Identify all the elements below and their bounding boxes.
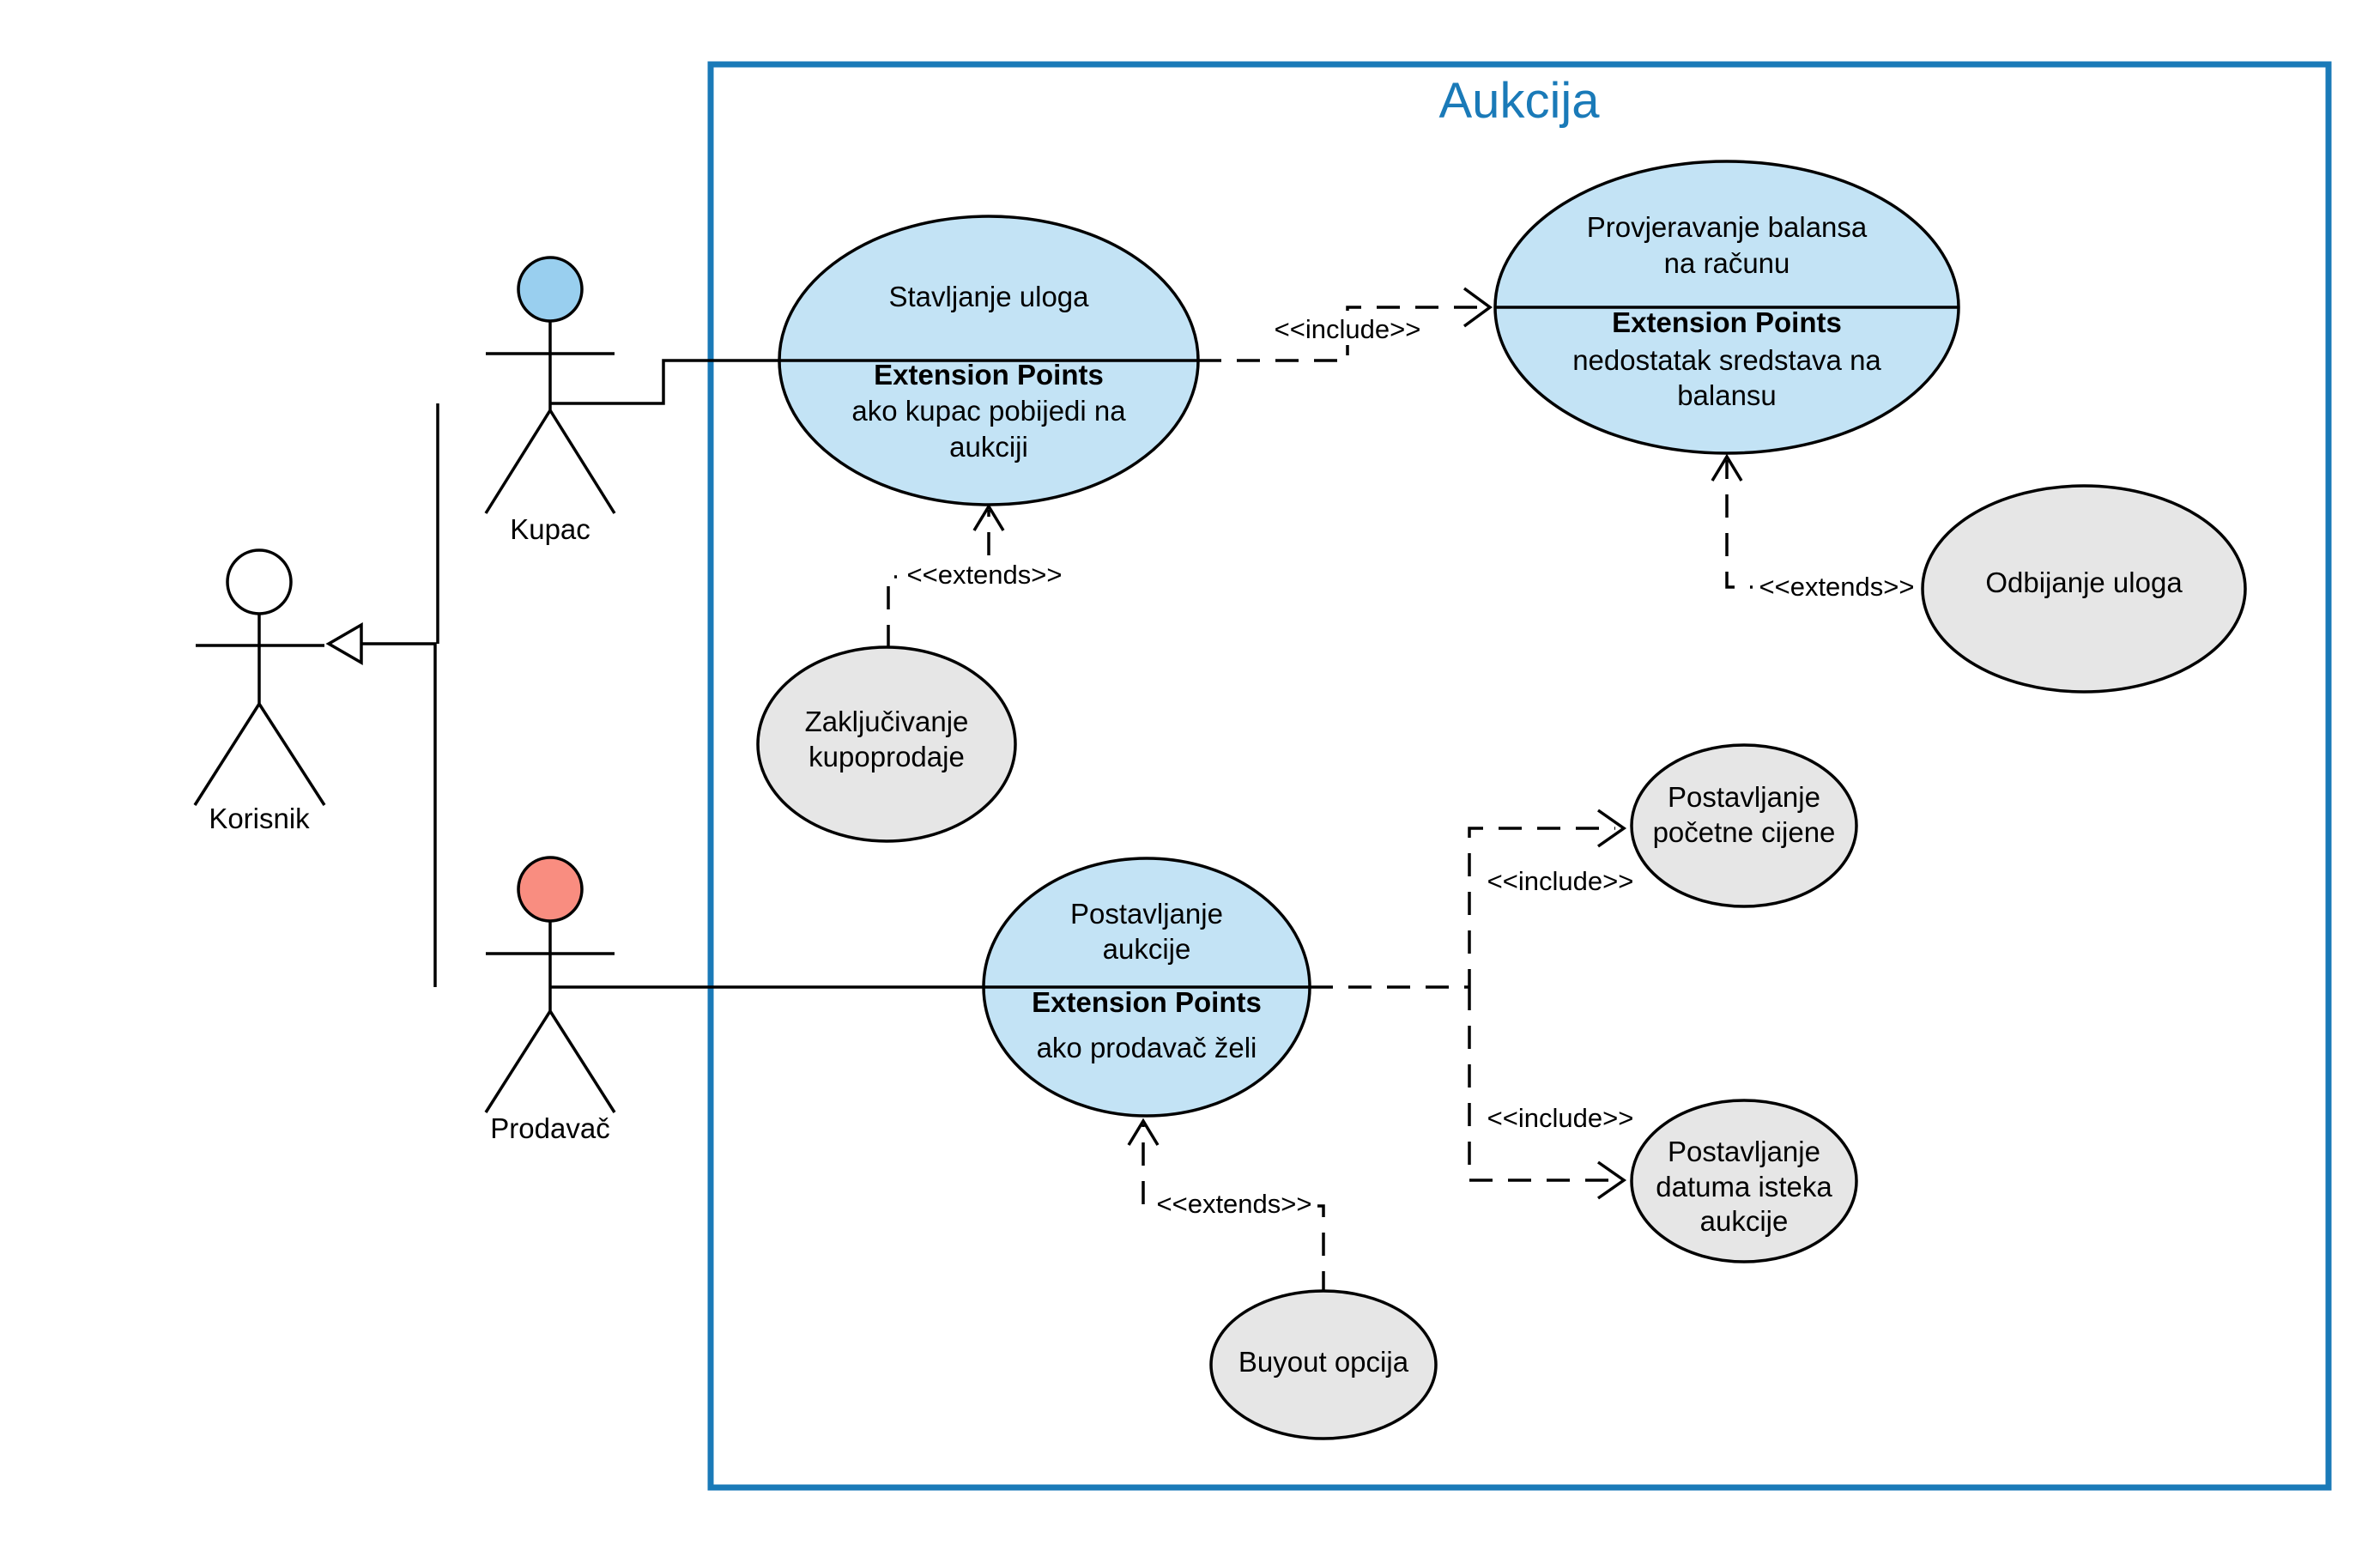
- extends-odbijanje-arrowhead: [1711, 453, 1743, 482]
- provjeravanje-balansa-ext-header: Extension Points: [1612, 306, 1842, 338]
- extends-zakljucivanje-label-bg: [897, 556, 1069, 591]
- datum-isteka-line1: Postavljanje: [1668, 1136, 1820, 1167]
- provjeravanje-balansa-title-line2: na računu: [1664, 247, 1790, 279]
- postavljanje-aukcije-ext-line1: ako prodavač želi: [1037, 1032, 1257, 1063]
- buyout-line1: Buyout opcija: [1238, 1346, 1409, 1378]
- use-case-postavljanje-pocetne-cijene[interactable]: Postavljanje početne cijene: [1630, 743, 1858, 908]
- stavljanje-uloga-ext-header: Extension Points: [874, 359, 1104, 391]
- use-case-postavljanje-datuma-isteka[interactable]: Postavljanje datuma isteka aukcije: [1630, 1099, 1858, 1263]
- postavljanje-aukcije-title-line2: aukcije: [1103, 933, 1191, 965]
- odbijanje-line1: Odbijanje uloga: [1985, 566, 2183, 598]
- buyout-ellipse: [1209, 1289, 1438, 1440]
- stavljanje-uloga-ext-line2: aukciji: [949, 431, 1028, 463]
- pocetna-cijena-line1: Postavljanje: [1668, 781, 1820, 813]
- include-balans-arrowhead: [1463, 287, 1493, 328]
- odbijanje-ellipse: [1921, 484, 2247, 694]
- postavljanje-aukcije-ext-header: Extension Points: [1032, 986, 1262, 1018]
- korisnik-label: Korisnik: [209, 803, 310, 834]
- kupac-association-line: [550, 359, 781, 405]
- provjeravanje-balansa-ext-line1: nedostatak sredstava na: [1572, 344, 1881, 376]
- include-datum-label: <<include>>: [1487, 1103, 1634, 1133]
- extends-buyout-label: <<extends>>: [1157, 1189, 1312, 1219]
- use-case-zakljucivanje-kupoprodaje[interactable]: Zaključivanje kupoprodaje: [756, 645, 1017, 843]
- datum-isteka-ellipse: [1630, 1099, 1858, 1263]
- pocetna-cijena-ellipse: [1630, 743, 1858, 908]
- include-balans-label: <<include>>: [1275, 314, 1421, 344]
- extends-buyout-label-bg: [1146, 1186, 1317, 1221]
- stavljanje-uloga-title: Stavljanje uloga: [889, 281, 1090, 312]
- extends-buyout-arrowhead: [1127, 1118, 1160, 1146]
- generalization-arrowhead: [325, 621, 363, 666]
- prodavac-label: Prodavač: [490, 1112, 609, 1144]
- zakljucivanje-line2: kupoprodaje: [808, 741, 965, 772]
- postavljanje-aukcije-title-line1: Postavljanje: [1070, 898, 1223, 930]
- include-balans-label-bg: [1262, 311, 1433, 345]
- korisnik-body: [193, 614, 326, 806]
- include-pocetna-label: <<include>>: [1487, 866, 1634, 896]
- kupac-label: Kupac: [510, 513, 590, 545]
- kupac-body: [484, 321, 616, 514]
- actor-prodavac[interactable]: Prodavač: [484, 856, 616, 1144]
- use-case-provjeravanje-balansa[interactable]: Provjeravanje balansa na računu Extensio…: [1493, 160, 1960, 455]
- include-pocetna-arrowhead: [1596, 809, 1627, 848]
- datum-isteka-line2: datuma isteka: [1656, 1171, 1832, 1203]
- pocetna-cijena-line2: početne cijene: [1653, 816, 1836, 848]
- stavljanje-uloga-ext-line1: ako kupac pobijedi na: [851, 395, 1126, 427]
- kupac-head: [517, 256, 584, 323]
- include-datum-label-bg: [1476, 1100, 1644, 1135]
- zakljucivanje-line1: Zaključivanje: [805, 706, 969, 737]
- extends-odbijanje-label-bg: [1753, 568, 1924, 603]
- prodavac-body: [484, 921, 616, 1113]
- korisnik-head: [226, 548, 293, 615]
- provjeravanje-balansa-ext-line2: balansu: [1677, 379, 1777, 411]
- use-case-buyout-opcija[interactable]: Buyout opcija: [1209, 1289, 1438, 1440]
- use-case-stavljanje-uloga[interactable]: Stavljanje uloga Extension Points ako ku…: [778, 215, 1200, 506]
- use-case-postavljanje-aukcije[interactable]: Postavljanje aukcije Extension Points ak…: [982, 857, 1311, 1118]
- provjeravanje-balansa-title-line1: Provjeravanje balansa: [1587, 211, 1868, 243]
- actor-korisnik[interactable]: Korisnik: [193, 548, 326, 834]
- include-pocetna-label-bg: [1476, 863, 1644, 898]
- zakljucivanje-ellipse: [756, 645, 1017, 843]
- actor-kupac[interactable]: Kupac: [484, 256, 616, 545]
- include-tree-line: [1310, 827, 1615, 1182]
- prodavac-head: [517, 856, 584, 923]
- use-case-odbijanje-uloga[interactable]: Odbijanje uloga: [1921, 484, 2247, 694]
- extends-zakljucivanje-label: <<extends>>: [907, 560, 1063, 590]
- extends-buyout-line: [1142, 1124, 1325, 1294]
- system-title: Aukcija: [1439, 73, 1601, 129]
- datum-isteka-line3: aukcije: [1700, 1205, 1789, 1237]
- extends-odbijanje-line: [1725, 460, 1928, 589]
- extends-odbijanje-label: <<extends>>: [1759, 572, 1915, 602]
- generalization-line: [360, 403, 439, 987]
- extends-zakljucivanje-arrowhead: [972, 503, 1005, 531]
- include-datum-arrowhead: [1596, 1160, 1627, 1200]
- system-boundary: [707, 61, 2332, 1491]
